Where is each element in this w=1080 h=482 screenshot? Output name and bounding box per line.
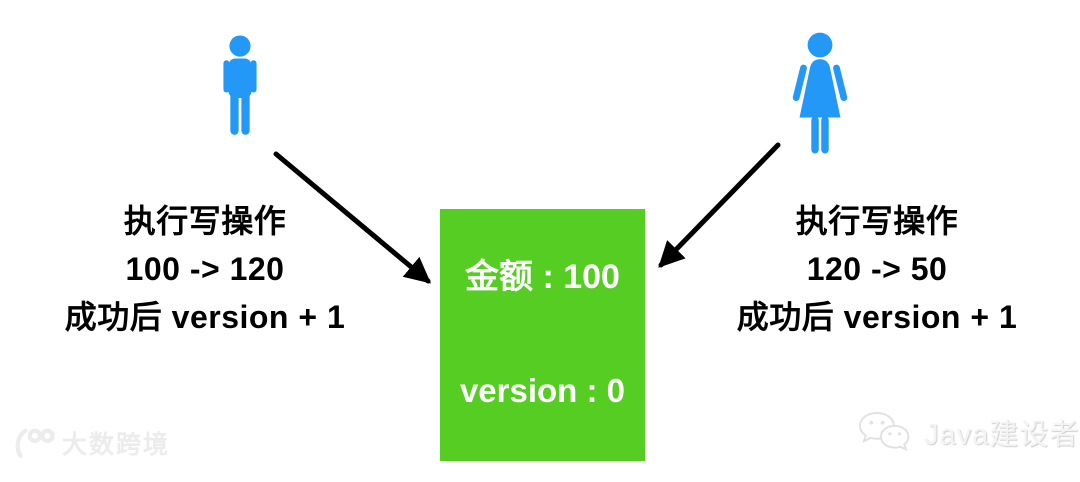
left-note-version: 成功后 version + 1	[64, 299, 346, 335]
left-note-change: 100 -> 120	[125, 251, 285, 287]
right-note-version: 成功后 version + 1	[736, 299, 1018, 335]
record-amount-label: 金额 : 100	[465, 258, 620, 296]
watermark-bottom-left: 大数跨境	[12, 424, 170, 461]
right-write-note: 执行写操作 120 -> 50 成功后 version + 1	[694, 197, 1060, 341]
left-note-action: 执行写操作	[123, 203, 287, 239]
watermark-bottom-right: Java建设者	[856, 408, 1079, 455]
watermark-bottom-left-text: 大数跨境	[62, 430, 171, 459]
female-person-icon-svg	[792, 32, 848, 154]
wechat-icon	[856, 408, 914, 455]
record-version-label: version : 0	[459, 372, 626, 409]
right-note-action: 执行写操作	[795, 203, 959, 239]
left-write-note: 执行写操作 100 -> 120 成功后 version + 1	[22, 197, 388, 341]
watermark-bottom-right-text: Java建设者	[924, 418, 1080, 451]
female-person-icon	[789, 31, 851, 157]
right-note-change: 120 -> 50	[806, 251, 948, 287]
record-box: 金额 : 100 version : 0	[440, 209, 645, 461]
male-person-icon-svg	[223, 35, 257, 135]
dashu-kuajing-logo-icon	[12, 424, 56, 461]
male-person-icon	[217, 32, 263, 153]
